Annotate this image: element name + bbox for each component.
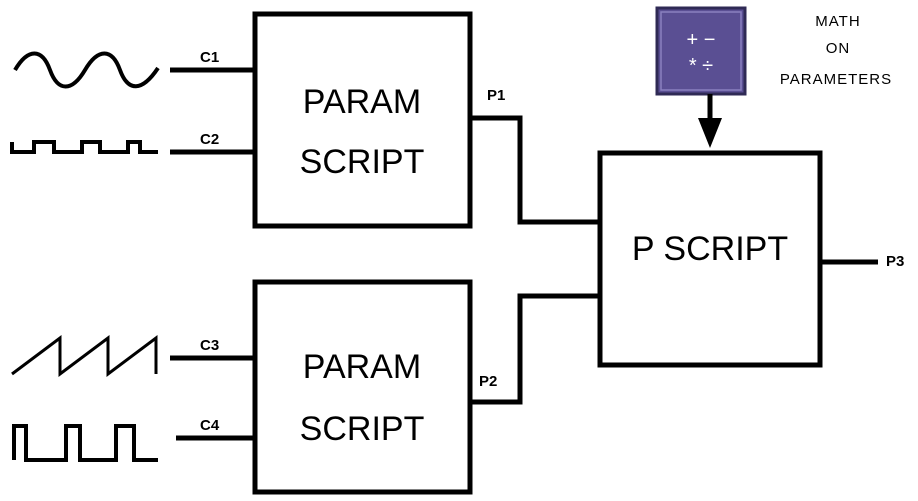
math-note-line2: ON (826, 40, 851, 57)
square-wave-icon (12, 424, 158, 462)
calculator-icon: + − * ÷ (655, 6, 747, 96)
c1-label: C1 (200, 49, 219, 66)
sawtooth-icon (11, 335, 158, 377)
param-script-block-2 (252, 279, 473, 495)
sine-icon (13, 51, 160, 89)
p-script-block (597, 150, 823, 368)
param-script-1-line1: PARAM (303, 83, 421, 121)
param-script-2-line1: PARAM (303, 348, 421, 386)
p2-label: P2 (479, 373, 497, 390)
c4-label: C4 (200, 417, 220, 434)
param-script-2-line2: SCRIPT (300, 410, 425, 448)
c2-label: C2 (200, 131, 219, 148)
c3-label: C3 (200, 337, 219, 354)
math-note-line1: MATH (815, 13, 860, 30)
p1-wire (470, 115, 600, 225)
param-script-block-1 (252, 11, 473, 229)
math-note-line3: PARAMETERS (780, 71, 892, 88)
p-script-label: P SCRIPT (632, 230, 788, 268)
param-script-1-line2: SCRIPT (300, 143, 425, 181)
p2-wire (470, 293, 600, 405)
math-arrow-head (698, 118, 722, 148)
calculator-row1: + − (687, 29, 716, 51)
p3-label: P3 (886, 253, 904, 270)
square-pulse-icon (10, 140, 158, 154)
calculator-row2: * ÷ (689, 55, 713, 77)
p1-label: P1 (487, 87, 505, 104)
